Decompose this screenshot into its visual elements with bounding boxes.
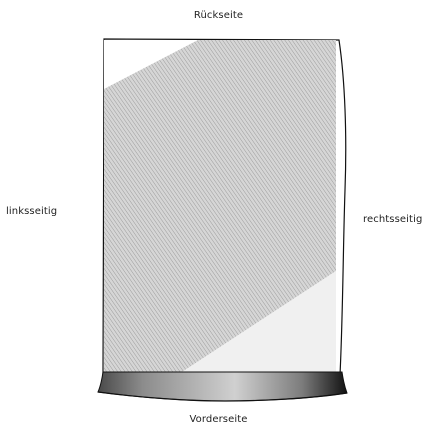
seat-hatched-area <box>104 40 336 374</box>
front-label: Vorderseite <box>189 414 248 425</box>
right-side-label: rechtsseitig <box>363 214 423 225</box>
left-side-label: linksseitig <box>6 206 58 217</box>
back-label: Rückseite <box>193 10 244 21</box>
seat-light-area <box>179 271 336 374</box>
